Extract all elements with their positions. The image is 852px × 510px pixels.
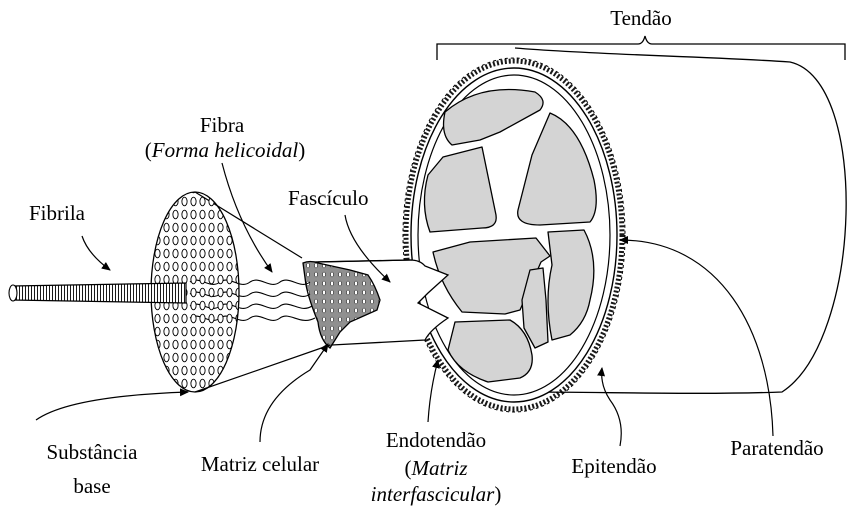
- label-fasciculo: Fascículo: [288, 186, 368, 210]
- label-endo-sub-2: interfascicular): [371, 482, 502, 506]
- label-fibrila: Fibrila: [29, 201, 85, 225]
- label-epitendao: Epitendão: [571, 454, 656, 478]
- endo-italic-1: Matriz: [411, 456, 467, 480]
- tendon-bracket: [437, 36, 845, 60]
- label-endotendao: Endotendão: [386, 428, 486, 452]
- label-endo-sub-1: (Matriz: [404, 456, 467, 480]
- label-fibra-subtitle: (Forma helicoidal): [145, 138, 305, 162]
- matriz-arrow: [260, 344, 328, 442]
- label-matriz-celular: Matriz celular: [201, 452, 319, 476]
- endo-paren-close: ): [494, 482, 501, 506]
- endo-paren-open: (: [404, 456, 411, 480]
- fibra-paren-open: (: [145, 138, 152, 162]
- fibril-end: [9, 285, 17, 301]
- label-substancia-2: base: [73, 474, 110, 498]
- fibrila-arrow: [82, 236, 110, 270]
- paratendao-arrow: [620, 240, 773, 436]
- label-fibra: Fibra: [200, 113, 244, 137]
- fibril-rope: [12, 283, 186, 303]
- fibra-paren-close: ): [298, 138, 305, 162]
- endotendao-arrow: [428, 360, 438, 422]
- endo-italic-2: interfascicular: [371, 482, 495, 506]
- label-substancia-1: Substância: [47, 440, 138, 464]
- label-paratendao: Paratendão: [730, 436, 823, 460]
- fibra-subtitle-italic: Forma helicoidal: [152, 138, 298, 162]
- substancia-arrow: [36, 392, 188, 420]
- label-tendao: Tendão: [610, 6, 672, 30]
- epitendao-arrow: [602, 368, 622, 446]
